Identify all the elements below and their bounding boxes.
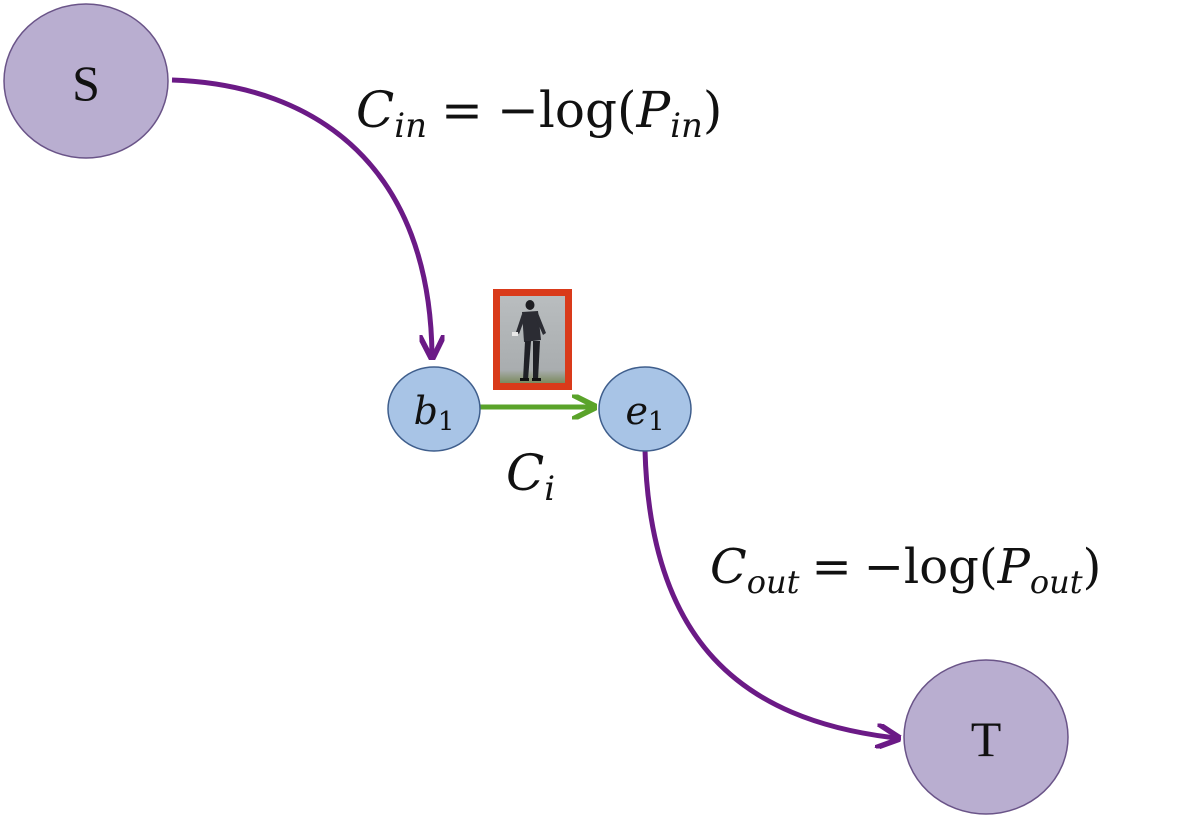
sink-node: T (903, 659, 1069, 815)
sink-node-label: T (971, 711, 1002, 767)
end-node: e1 (598, 366, 692, 452)
source-to-begin-edge (171, 77, 432, 355)
pedestrian-thumbnail-icon (512, 300, 546, 381)
begin-node-var: b (414, 389, 438, 433)
source-node: S (3, 3, 169, 159)
c-i-label: Ci (506, 444, 555, 509)
detection-bounding-box (493, 289, 572, 390)
begin-node: b1 (387, 366, 481, 452)
end-node-var: e (625, 389, 648, 433)
end-node-sub: 1 (648, 407, 665, 437)
begin-node-label: b1 (414, 389, 455, 437)
end-node-label: e1 (625, 389, 664, 437)
begin-node-sub: 1 (438, 407, 455, 437)
c-out-equation: Cout=−log(Pout) (710, 539, 1101, 601)
c-in-equation: Cin=−log(Pin) (356, 81, 722, 146)
source-node-label: S (72, 55, 100, 111)
end-to-sink-edge (642, 449, 896, 738)
